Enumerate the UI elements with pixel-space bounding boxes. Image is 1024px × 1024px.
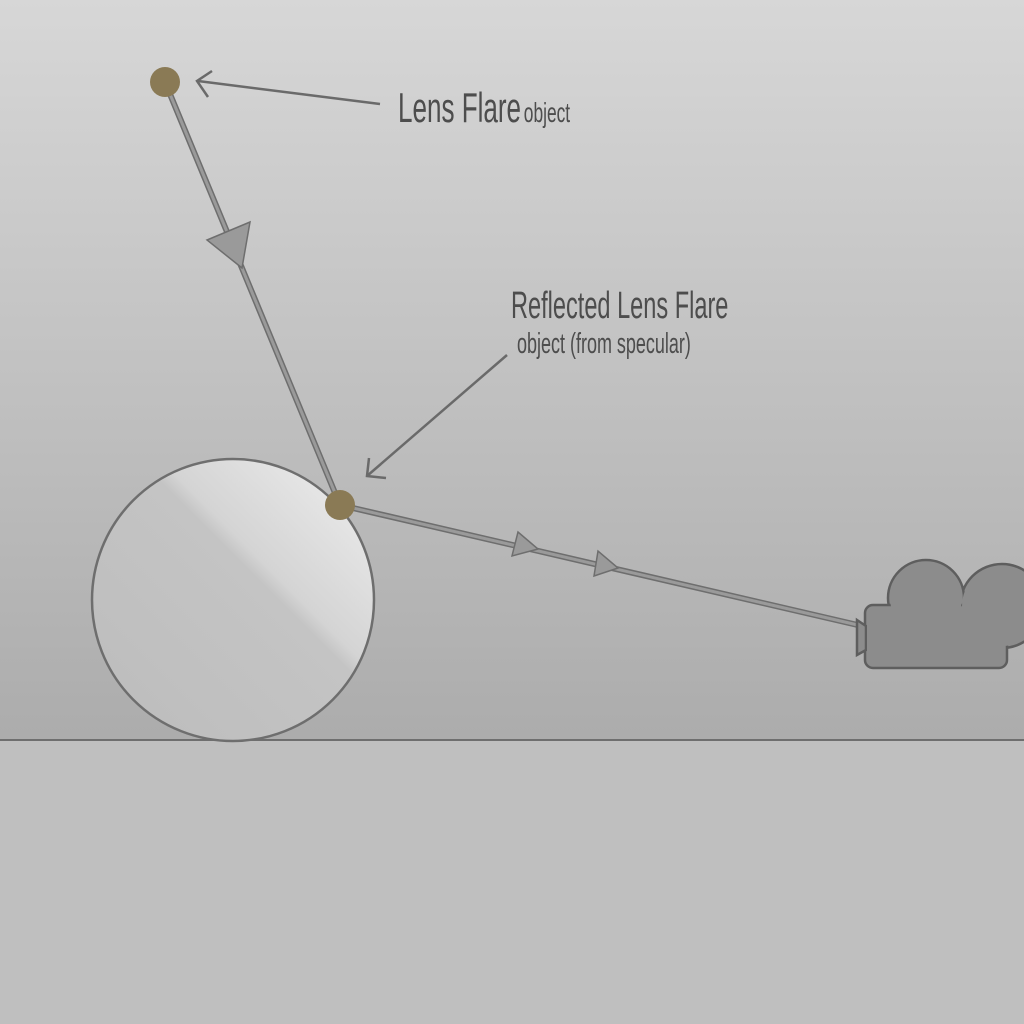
- ray-arrowhead: [510, 530, 540, 558]
- reflected-flare-point: [325, 490, 355, 520]
- lens-flare-label-sub: object: [523, 97, 571, 128]
- reflective-sphere: [90, 457, 376, 743]
- ray-arrowhead: [205, 220, 251, 270]
- reflected-label-line2: object (from specular): [517, 328, 691, 360]
- pointer-arrow-reflected: [365, 354, 508, 480]
- ray-arrowhead: [593, 549, 620, 578]
- lens-flare-label: Lens Flare object: [398, 84, 570, 132]
- reflected-label-line1: Reflected Lens Flare: [511, 285, 729, 327]
- lens-flare-label-main: Lens Flare: [398, 84, 522, 131]
- lens-flare-point: [150, 67, 180, 97]
- incoming-ray: [162, 80, 343, 507]
- pointer-arrow-lens-flare: [195, 69, 381, 106]
